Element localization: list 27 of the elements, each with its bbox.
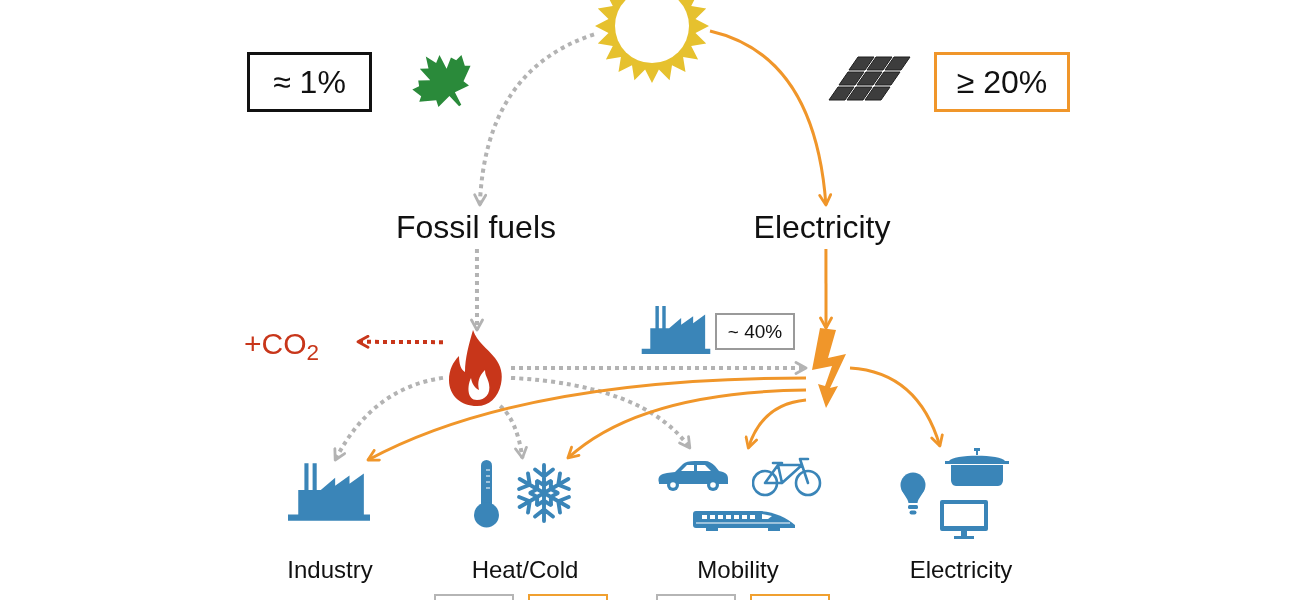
arrow [849, 366, 944, 448]
arrow [511, 361, 808, 375]
cropped-box [434, 594, 514, 600]
category-label: Electricity [909, 555, 1013, 585]
cropped-box [656, 594, 736, 600]
flow-label: Fossil fuels [380, 205, 572, 249]
arrow [819, 249, 833, 330]
arrow [366, 376, 806, 462]
percentage-box: ~ 40% [715, 313, 795, 350]
arrow [709, 29, 832, 207]
cropped-box [528, 594, 608, 600]
cropped-box [750, 594, 830, 600]
emission-label: +CO$_{2}$ [244, 322, 358, 366]
category-label: Heat/Cold [471, 555, 579, 585]
category-label: Mobility [697, 555, 779, 585]
arrow [745, 398, 807, 450]
arrow [333, 375, 444, 462]
flow-label: Electricity [740, 205, 904, 249]
arrow [498, 404, 528, 460]
arrow [473, 32, 595, 207]
arrow [566, 388, 807, 460]
percentage-box: ≈ 1% [247, 52, 372, 112]
arrow [470, 249, 484, 332]
category-label: Industry [287, 555, 373, 585]
arrow [356, 334, 443, 349]
percentage-box: ≥ 20% [934, 52, 1070, 112]
arrow [510, 375, 692, 450]
